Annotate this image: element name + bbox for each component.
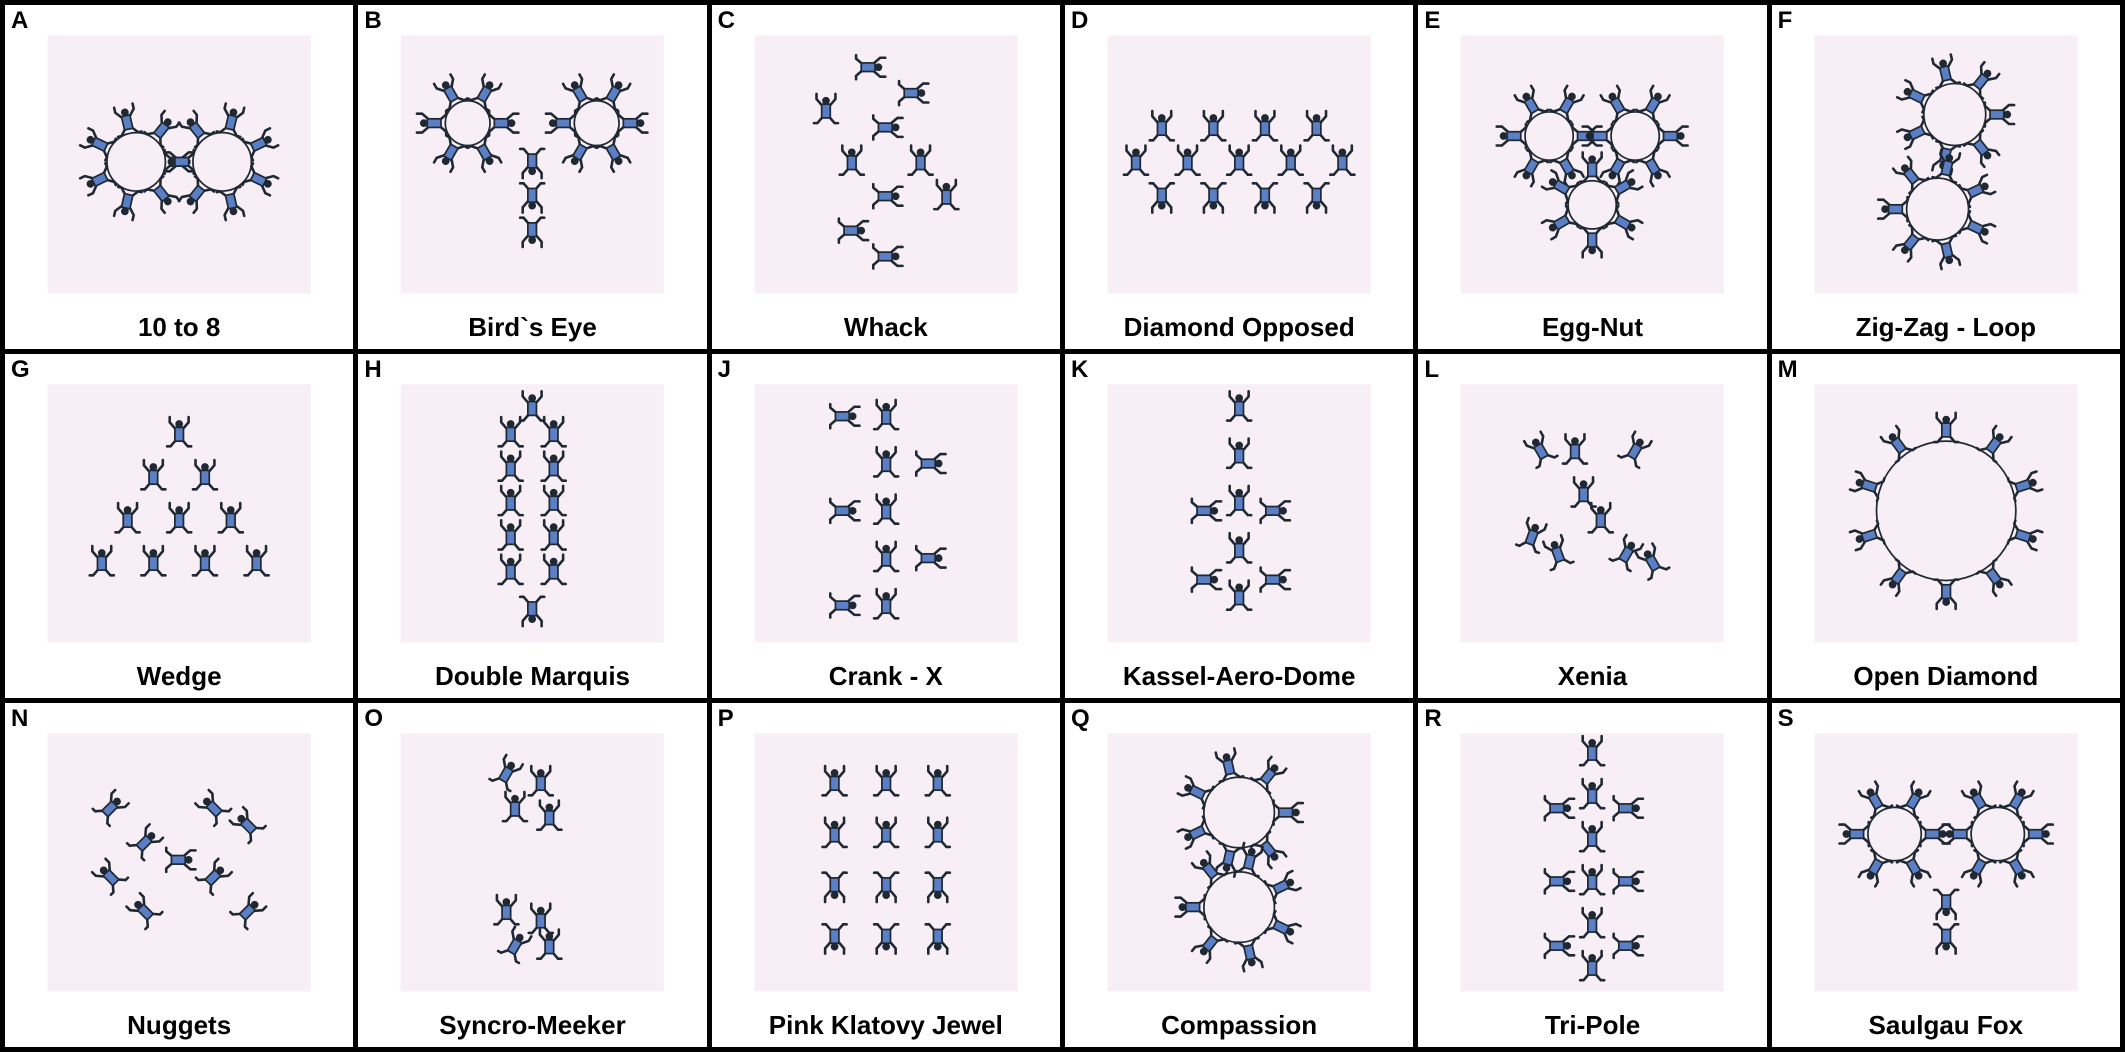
panel-letter: N: [11, 705, 28, 733]
formation-diagram: [358, 354, 706, 698]
formation-diagram: [1065, 354, 1413, 698]
panel-letter: B: [364, 7, 381, 35]
panel-letter: A: [11, 7, 28, 35]
panel-letter: M: [1778, 356, 1798, 384]
formation-diagram: [5, 703, 353, 1047]
formation-panel: F Zig-Zag - Loop: [1772, 5, 2120, 349]
formation-panel: H Double Marquis: [358, 354, 706, 698]
formation-panel: L Xenia: [1418, 354, 1766, 698]
panel-title: Egg-Nut: [1418, 312, 1766, 343]
panel-letter: H: [364, 356, 381, 384]
panel-title: Open Diamond: [1772, 661, 2120, 692]
formation-panel: A 10 to 8: [5, 5, 353, 349]
panel-title: 10 to 8: [5, 312, 353, 343]
panel-letter: S: [1778, 705, 1794, 733]
formation-panel: B Bird`s Eye: [358, 5, 706, 349]
panel-letter: L: [1424, 356, 1439, 384]
panel-letter: G: [11, 356, 30, 384]
panel-title: Xenia: [1418, 661, 1766, 692]
formation-panel: C Whack: [712, 5, 1060, 349]
panel-letter: E: [1424, 7, 1440, 35]
formation-diagram: [1772, 703, 2120, 1047]
formation-panel: K Kassel-Aero-Dome: [1065, 354, 1413, 698]
panel-letter: D: [1071, 7, 1088, 35]
diagram-backdrop: [1461, 733, 1724, 991]
formation-diagram: [1065, 703, 1413, 1047]
panel-title: Compassion: [1065, 1010, 1413, 1041]
diagram-backdrop: [1814, 733, 2077, 991]
formation-diagram: [1418, 5, 1766, 349]
formation-diagram: [712, 354, 1060, 698]
formation-diagram: [712, 703, 1060, 1047]
formation-panel: G Wedge: [5, 354, 353, 698]
panel-title: Diamond Opposed: [1065, 312, 1413, 343]
formation-diagram: [1418, 354, 1766, 698]
formation-diagram: [5, 5, 353, 349]
formation-panel: N Nuggets: [5, 703, 353, 1047]
formation-panel: J Crank - X: [712, 354, 1060, 698]
panel-title: Bird`s Eye: [358, 312, 706, 343]
formation-diagram: [1065, 5, 1413, 349]
panel-letter: C: [718, 7, 735, 35]
panel-letter: Q: [1071, 705, 1090, 733]
panel-letter: R: [1424, 705, 1441, 733]
formation-panel: O Syncro-Meeker: [358, 703, 706, 1047]
panel-letter: P: [718, 705, 734, 733]
formation-panel: S Saulgau Fox: [1772, 703, 2120, 1047]
panel-title: Tri-Pole: [1418, 1010, 1766, 1041]
panel-letter: F: [1778, 7, 1793, 35]
diagram-backdrop: [1108, 733, 1371, 991]
panel-letter: K: [1071, 356, 1088, 384]
formation-panel: Q Compassion: [1065, 703, 1413, 1047]
panel-title: Nuggets: [5, 1010, 353, 1041]
panel-title: Syncro-Meeker: [358, 1010, 706, 1041]
formation-panel: R Tri-Pole: [1418, 703, 1766, 1047]
panel-letter: J: [718, 356, 731, 384]
formation-diagram: [1772, 5, 2120, 349]
panel-title: Pink Klatovy Jewel: [712, 1010, 1060, 1041]
panel-title: Kassel-Aero-Dome: [1065, 661, 1413, 692]
formation-diagram: [358, 5, 706, 349]
panel-title: Whack: [712, 312, 1060, 343]
panel-title: Zig-Zag - Loop: [1772, 312, 2120, 343]
formation-diagram: [712, 5, 1060, 349]
panel-title: Saulgau Fox: [1772, 1010, 2120, 1041]
formation-diagram: [1772, 354, 2120, 698]
formation-diagram: [1418, 703, 1766, 1047]
diagram-backdrop: [1461, 384, 1724, 642]
panel-title: Crank - X: [712, 661, 1060, 692]
panel-title: Double Marquis: [358, 661, 706, 692]
formation-panel: P Pink Klatovy Jewel: [712, 703, 1060, 1047]
formation-panel: D Diamond Opposed: [1065, 5, 1413, 349]
formation-panel: M Open Diamond: [1772, 354, 2120, 698]
formation-diagram: [358, 703, 706, 1047]
formation-panel: E Egg-Nut: [1418, 5, 1766, 349]
panel-letter: O: [364, 705, 383, 733]
panel-title: Wedge: [5, 661, 353, 692]
formation-diagram: [5, 354, 353, 698]
